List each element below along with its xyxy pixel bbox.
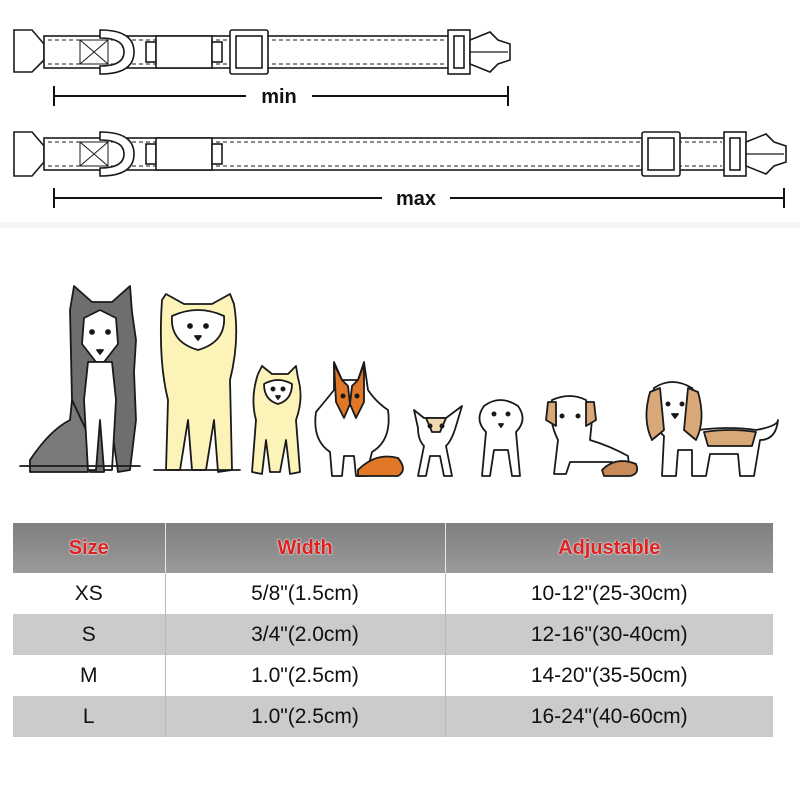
- cell-size: S: [13, 614, 166, 655]
- dog-size-illustration: [19, 285, 779, 477]
- cell-size: M: [13, 655, 166, 696]
- cell-width: 1.0"(2.5cm): [165, 655, 446, 696]
- max-label: max: [396, 188, 436, 210]
- chihuahua-dog: [413, 405, 463, 477]
- cell-adjustable: 10-12"(25-30cm): [445, 573, 773, 614]
- cell-size: XS: [13, 573, 166, 614]
- header-width: Width: [165, 523, 446, 573]
- min-dimension-line: [53, 86, 509, 106]
- cocker-spaniel-dog: [645, 381, 779, 477]
- pomeranian-dog: [251, 365, 302, 475]
- cell-adjustable: 12-16"(30-40cm): [445, 614, 773, 655]
- cell-width: 1.0"(2.5cm): [165, 696, 446, 737]
- min-label: min: [261, 86, 297, 108]
- samoyed-dog: [153, 293, 241, 473]
- table-row: L 1.0"(2.5cm) 16-24"(40-60cm): [13, 696, 773, 737]
- cell-width: 3/4"(2.0cm): [165, 614, 446, 655]
- poodle-dog: [478, 399, 524, 477]
- collar-diagrams: min max: [13, 29, 787, 210]
- husky-dog: [19, 285, 141, 473]
- collar-min: [13, 29, 511, 75]
- cell-adjustable: 14-20"(35-50cm): [445, 655, 773, 696]
- section-divider: [0, 222, 800, 228]
- max-dimension-line: [53, 188, 785, 208]
- table-row: XS 5/8"(1.5cm) 10-12"(25-30cm): [13, 573, 773, 614]
- table-row: M 1.0"(2.5cm) 14-20"(35-50cm): [13, 655, 773, 696]
- table-row: S 3/4"(2.0cm) 12-16"(30-40cm): [13, 614, 773, 655]
- collar-max: [13, 131, 787, 177]
- sheltie-dog: [314, 361, 404, 477]
- header-adjustable: Adjustable: [445, 523, 773, 573]
- cell-size: L: [13, 696, 166, 737]
- size-chart-table: Size Width Adjustable XS 5/8"(1.5cm) 10-…: [13, 523, 773, 737]
- cell-width: 5/8"(1.5cm): [165, 573, 446, 614]
- header-size: Size: [13, 523, 166, 573]
- table-header-row: Size Width Adjustable: [13, 523, 773, 573]
- dachshund-dog: [545, 395, 639, 477]
- cell-adjustable: 16-24"(40-60cm): [445, 696, 773, 737]
